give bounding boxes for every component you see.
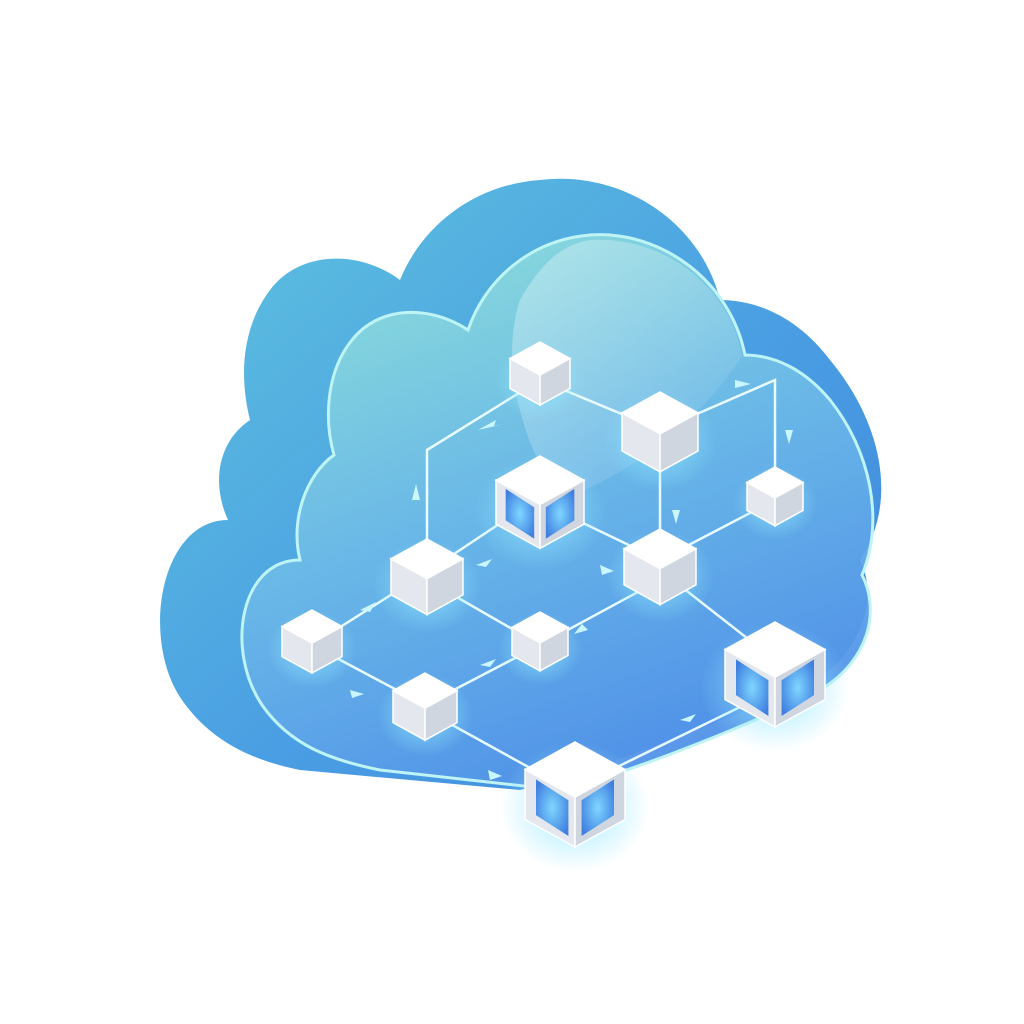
connector-line (310, 578, 662, 707)
cube-top-face (620, 391, 700, 435)
arrow-icon (360, 602, 376, 612)
arrow-icons (350, 380, 793, 780)
connector-line (538, 378, 777, 497)
cube-icon (733, 466, 817, 540)
cube-icon (606, 528, 714, 623)
cloud-shine (512, 239, 742, 500)
cube-window (781, 659, 814, 716)
cube-icon (377, 672, 473, 757)
cube-top-face (508, 341, 572, 376)
cube-top-face (280, 609, 344, 644)
cube-top-face (389, 538, 465, 580)
arrow-icon (680, 714, 696, 722)
cube-top-face (523, 741, 627, 798)
cube-window (736, 659, 769, 716)
cube-icon (603, 391, 717, 491)
arrow-icon (488, 770, 502, 780)
cube-top-face (494, 455, 586, 506)
cube-window (581, 779, 614, 836)
cube-top-face (391, 672, 459, 710)
cube-top-face (510, 611, 570, 644)
arrow-icon (574, 624, 588, 634)
cube-icon (498, 611, 582, 685)
cube-window (536, 779, 569, 836)
arrow-icon (672, 510, 680, 524)
cube-top-face (723, 621, 827, 678)
cube-icon (700, 621, 850, 752)
cube-icon (474, 455, 606, 571)
cube-icon (373, 538, 481, 633)
network-nodes (267, 341, 850, 872)
connector-line (425, 378, 542, 574)
cube-top-face (745, 466, 805, 499)
cube-window (545, 488, 575, 539)
cube-icon (495, 341, 585, 420)
arrow-icon (480, 659, 496, 667)
arrow-icon (476, 559, 492, 567)
cube-icon (267, 609, 357, 688)
arrow-icon (735, 380, 751, 388)
cube-icon (500, 741, 650, 872)
arrow-icon (478, 420, 504, 430)
arrow-icon (785, 430, 793, 444)
arrow-icon (412, 484, 420, 500)
arrow-icon (350, 690, 364, 698)
cube-window (505, 488, 535, 539)
cube-top-face (622, 528, 698, 570)
